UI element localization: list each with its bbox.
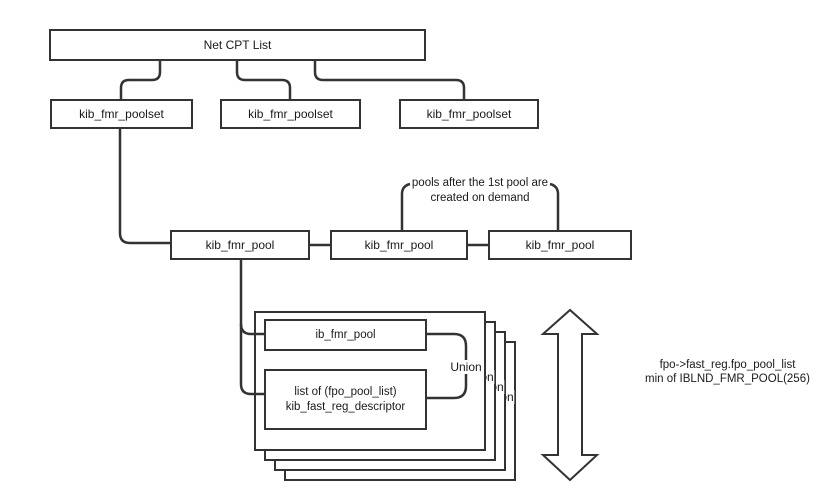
kib-fmr-poolset-box-2: kib_fmr_poolset xyxy=(220,99,361,129)
double-arrow xyxy=(540,308,600,482)
kib-fmr-pool-box-2: kib_fmr_pool xyxy=(330,230,468,260)
kib-fmr-poolset-label-2: kib_fmr_poolset xyxy=(248,107,333,121)
kib-fmr-pool-box-1: kib_fmr_pool xyxy=(170,230,310,260)
fast-reg-descriptor-line-2: kib_fast_reg_descriptor xyxy=(285,400,406,413)
connector-net-to-poolset-2 xyxy=(235,61,292,100)
connector-net-to-poolset-3 xyxy=(313,61,466,100)
kib-fmr-poolset-label-1: kib_fmr_poolset xyxy=(79,107,164,121)
net-cpt-list-label: Net CPT List xyxy=(203,38,272,52)
union-label: Union xyxy=(449,360,483,374)
annotation-line-1: pools after the 1st pool are xyxy=(411,177,549,189)
ib-fmr-pool-label: ib_fmr_pool xyxy=(315,328,376,341)
side-note-line-1: fpo->fast_reg.fpo_pool_list xyxy=(659,359,796,371)
kib-fmr-pool-label-3: kib_fmr_pool xyxy=(525,238,595,252)
net-cpt-list-box: Net CPT List xyxy=(49,29,426,61)
kib-fmr-pool-label-1: kib_fmr_pool xyxy=(205,238,275,252)
fast-reg-descriptor-line-1: list of (fpo_pool_list) xyxy=(294,385,397,398)
kib-fmr-pool-box-3: kib_fmr_pool xyxy=(488,230,632,260)
connector-net-to-poolset-1 xyxy=(119,61,162,100)
side-note: fpo->fast_reg.fpo_pool_list min of IBLND… xyxy=(625,358,830,386)
stack-page-front: ib_fmr_pool list of (fpo_pool_list) kib_… xyxy=(254,311,486,451)
pools-on-demand-annotation: pools after the 1st pool are created on … xyxy=(370,176,590,206)
connector-poolset-to-pool xyxy=(118,129,170,245)
kib-fmr-poolset-box-1: kib_fmr_poolset xyxy=(50,99,193,129)
kib-fmr-pool-label-2: kib_fmr_pool xyxy=(364,238,434,252)
kib-fmr-poolset-label-3: kib_fmr_poolset xyxy=(426,107,512,121)
kib-fmr-poolset-box-3: kib_fmr_poolset xyxy=(399,99,539,129)
ib-fmr-pool-box: ib_fmr_pool xyxy=(264,319,427,351)
annotation-line-2: created on demand xyxy=(430,192,530,204)
fast-reg-descriptor-box: list of (fpo_pool_list) kib_fast_reg_des… xyxy=(264,369,427,430)
side-note-line-2: min of IBLND_FMR_POOL(256) xyxy=(645,373,810,385)
